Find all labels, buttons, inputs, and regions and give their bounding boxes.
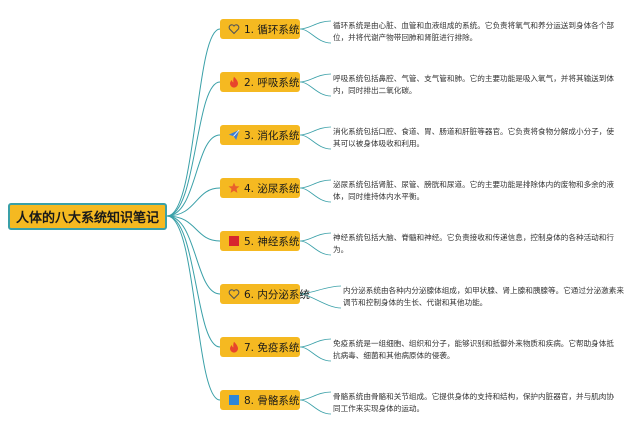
- desc-endocrine: 内分泌系统由各种内分泌腺体组成，如甲状腺、肾上腺和胰腺等。它通过分泌激素来调节和…: [343, 286, 624, 307]
- red-square-icon: [228, 235, 240, 247]
- desc-respiratory: 呼吸系统包括鼻腔、气管、支气管和肺。它的主要功能是吸入氧气，并将其输送到体内，同…: [333, 74, 614, 95]
- branch-line: [166, 81, 221, 217]
- desc-bracket: [299, 126, 332, 150]
- node-urinary[interactable]: 4. 泌尿系统: [220, 178, 300, 198]
- desc-nervous: 神经系统包括大脑、脊髓和神经。它负责接收和传递信息，控制身体的各种活动和行为。: [333, 233, 614, 254]
- desc-digestive: 消化系统包括口腔、食道、胃、肠道和肝脏等器官。它负责将食物分解成小分子，使其可以…: [333, 127, 614, 148]
- desc-bracket: [299, 391, 332, 415]
- node-label: 1. 循环系统: [244, 23, 300, 36]
- paper-plane-icon: [228, 129, 240, 141]
- heart-outline-icon: [228, 23, 240, 35]
- desc-bracket: [299, 232, 332, 256]
- node-digestive[interactable]: 3. 消化系统: [220, 125, 300, 145]
- star-icon: [228, 182, 240, 194]
- blue-square-icon: [228, 394, 240, 406]
- desc-immune: 免疫系统是一组细胞、组织和分子，能够识别和抵御外来物质和疾病。它帮助身体抵抗病毒…: [333, 339, 614, 360]
- desc-bracket: [299, 20, 332, 44]
- fire-icon: [228, 76, 240, 88]
- root-title: 人体的八大系统知识笔记: [15, 211, 159, 226]
- branch-line: [166, 187, 221, 217]
- desc-bracket: [299, 338, 332, 362]
- desc-bracket: [299, 285, 342, 309]
- node-nervous[interactable]: 5. 神经系统: [220, 231, 300, 251]
- desc-bracket: [299, 179, 332, 203]
- branch-line: [166, 215, 221, 242]
- desc-bracket: [299, 73, 332, 97]
- branch-line: [166, 215, 221, 295]
- node-circulatory[interactable]: 1. 循环系统: [220, 19, 300, 39]
- node-label: 2. 呼吸系统: [244, 76, 300, 89]
- node-label: 3. 消化系统: [244, 129, 300, 142]
- node-endocrine[interactable]: 6. 内分泌系统: [220, 284, 310, 304]
- node-immune[interactable]: 7. 免疫系统: [220, 337, 300, 357]
- node-label: 6. 内分泌系统: [244, 288, 310, 301]
- node-label: 8. 骨骼系统: [244, 394, 300, 407]
- branch-line: [166, 28, 221, 217]
- fire-icon: [228, 341, 240, 353]
- node-skeletal[interactable]: 8. 骨骼系统: [220, 390, 300, 410]
- node-respiratory[interactable]: 2. 呼吸系统: [220, 72, 300, 92]
- node-label: 4. 泌尿系统: [244, 182, 300, 195]
- node-label: 7. 免疫系统: [244, 341, 300, 354]
- desc-circulatory: 循环系统是由心脏、血管和血液组成的系统。它负责将氧气和养分运送到身体各个部位，并…: [333, 21, 614, 42]
- heart-outline-icon: [228, 288, 240, 300]
- branch-line: [166, 215, 221, 401]
- branch-line: [166, 134, 221, 217]
- desc-skeletal: 骨骼系统由骨骼和关节组成。它提供身体的支持和结构，保护内脏器官，并与肌肉协同工作…: [333, 392, 614, 413]
- branch-line: [166, 215, 221, 348]
- desc-urinary: 泌尿系统包括肾脏、尿管、膀胱和尿道。它的主要功能是排除体内的废物和多余的液体，同…: [333, 180, 614, 201]
- node-label: 5. 神经系统: [244, 235, 300, 248]
- root-node[interactable]: 人体的八大系统知识笔记: [8, 203, 167, 230]
